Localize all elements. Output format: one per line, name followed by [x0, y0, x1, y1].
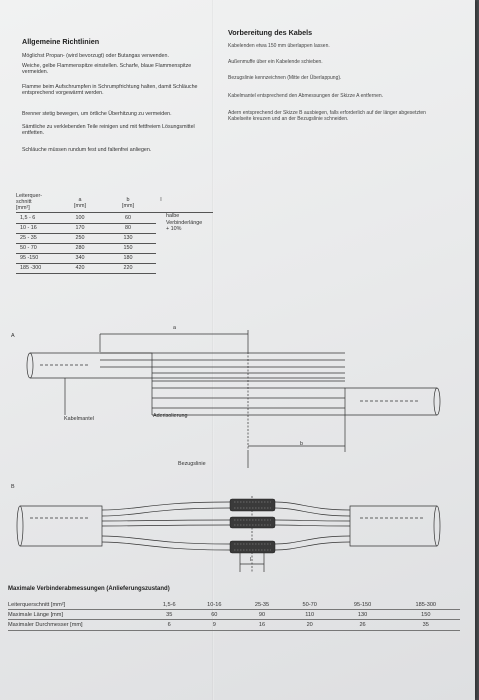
table-cell: 95-150	[333, 600, 392, 611]
diagram-a-label: A	[11, 333, 15, 339]
connector-1	[229, 498, 276, 512]
right-para-1: Kabelenden etwa 150 mm überlappen lassen…	[228, 43, 330, 49]
table-cell: 6	[148, 619, 191, 631]
left-heading: Allgemeine Richtlinien	[22, 37, 100, 46]
table-cell: 16	[238, 619, 286, 631]
row-label: Maximale Länge [mm]	[8, 609, 148, 621]
diagram-b-label: B	[11, 484, 15, 490]
table-header-a: a [mm]	[74, 197, 86, 210]
right-para-2: Außenmuffe über ein Kabelende schieben.	[228, 59, 323, 65]
page-fold	[212, 0, 214, 700]
table-cell: 9	[190, 619, 239, 631]
table-cell-a: 170	[75, 225, 85, 231]
table-cell-b: 130	[123, 235, 133, 241]
table-row-rule	[16, 263, 156, 264]
table-cell: 35	[148, 609, 191, 621]
left-para-6: Schläuche müssen rundum fest und faltenf…	[22, 147, 152, 153]
diagram-a	[26, 330, 441, 468]
table-cell: 20	[285, 619, 334, 631]
table-cell-cross-section: 185 -300	[20, 265, 42, 271]
right-para-4: Kabelmantel entsprechend den Abmessungen…	[228, 93, 384, 99]
connector-3	[229, 540, 276, 554]
table-cell-b: 180	[123, 255, 133, 261]
table-cell: 10-16	[190, 600, 239, 611]
table-note: halbe Verbinderlänge + 10%	[166, 213, 203, 233]
table-cell: 130	[333, 609, 392, 621]
table-cell-a: 340	[75, 255, 85, 261]
table-cell: 1,5-6	[148, 600, 191, 611]
table-cell: 90	[238, 609, 286, 621]
right-cable-b	[349, 505, 437, 547]
table-cell-cross-section: 25 - 35	[20, 235, 37, 241]
table-cell-a: 420	[75, 265, 85, 271]
row-label: Maximaler Durchmesser [mm]	[8, 619, 148, 631]
aderisolierung-label: Aderisolierung	[153, 413, 188, 419]
table-cell-cross-section: 1,5 - 6	[20, 215, 36, 221]
right-para-5: Adern entsprechend der Skizze B ausbiege…	[228, 110, 426, 122]
table-cell: 185-300	[391, 600, 460, 611]
table-row-rule	[16, 233, 156, 234]
left-para-3: Flamme beim Aufschrumpfen in Schrumpfric…	[22, 84, 198, 97]
right-para-3: Bezugslinie kennzeichnen (Mitte der Über…	[228, 75, 342, 81]
table-cell-a: 100	[75, 215, 85, 221]
table-cell-b: 60	[125, 215, 131, 221]
max-dimensions-title: Maximale Verbinderabmessungen (Anlieferu…	[8, 586, 170, 592]
connector-group	[229, 498, 276, 554]
table-cell-cross-section: 10 - 16	[20, 225, 37, 231]
dimension-a-label: a	[173, 325, 176, 331]
left-cable-b	[20, 505, 103, 547]
row-label: Leiterquerschnitt [mm²]	[8, 600, 148, 611]
left-para-1: Möglichst Propan- (wird bevorzugt) oder …	[22, 53, 169, 59]
table-cell-a: 250	[75, 235, 85, 241]
left-para-4: Brenner stetig bewegen, um örtliche Über…	[22, 111, 172, 117]
table-cell: 35	[391, 619, 460, 631]
table-row-rule	[16, 253, 156, 254]
table-cell: 26	[333, 619, 392, 631]
table-cell-b: 150	[123, 245, 133, 251]
left-para-2: Weiche, gelbe Flammenspitze einstellen. …	[22, 63, 192, 76]
diagram-b	[16, 496, 441, 572]
table-cell-b: 80	[125, 225, 131, 231]
table-header-rule	[16, 212, 213, 213]
max-dimensions-table: Maximale Verbinderabmessungen (Anlieferu…	[8, 586, 460, 631]
connector-2	[229, 516, 276, 529]
table-row-rule	[16, 223, 156, 224]
dimension-l-label: l	[250, 557, 252, 563]
table-cell-b: 220	[123, 265, 133, 271]
bezugslinie-label: Bezugslinie	[178, 461, 206, 467]
table-cell: 110	[285, 609, 334, 621]
table-row-rule	[16, 243, 156, 244]
table-cell-cross-section: 50 - 70	[20, 245, 37, 251]
table-cell: 60	[190, 609, 239, 621]
table-cell-cross-section: 95 -150	[20, 255, 39, 261]
kabelmantel-label: Kabelmantel	[64, 416, 94, 422]
dimension-b-label: b	[300, 441, 303, 447]
table-cell: 150	[391, 609, 460, 621]
table-row-rule	[16, 273, 156, 274]
table-header-l: l	[160, 197, 162, 203]
table-cell-a: 280	[75, 245, 85, 251]
right-cable-jacket	[344, 387, 437, 416]
left-para-5: Sämtliche zu verklebenden Teile reinigen…	[22, 124, 195, 137]
right-heading: Vorbereitung des Kabels	[228, 28, 313, 37]
table-header-b: b [mm]	[122, 197, 134, 210]
table-cell: 50-70	[285, 600, 334, 611]
table-header-cross-section: Leiterquer- schnitt [mm²]	[16, 193, 43, 212]
left-cable-jacket	[30, 352, 153, 379]
table-cell: 25-35	[238, 600, 286, 611]
